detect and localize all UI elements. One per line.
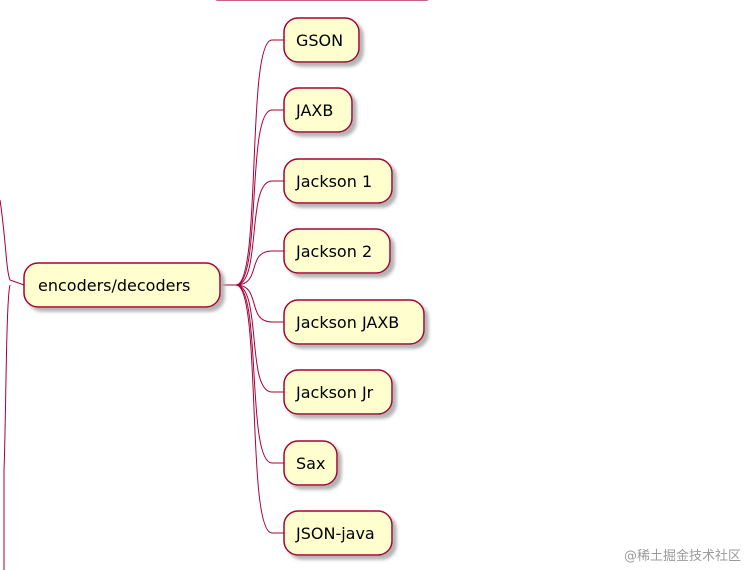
child-node-label: JAXB [295, 101, 333, 120]
edges-group [220, 39, 284, 534]
child-node-label: JSON-java [295, 524, 375, 543]
child-node-label: Jackson 1 [295, 172, 372, 191]
child-node: GSON [283, 17, 360, 63]
child-node: Jackson JAXB [283, 299, 425, 345]
child-node-box [283, 369, 393, 415]
child-node-label: Jackson 2 [295, 242, 372, 261]
child-node: JAXB [283, 87, 353, 133]
root-node: encoders/decoders [23, 262, 221, 308]
child-node: Sax [283, 440, 338, 486]
child-node-label: Sax [296, 454, 325, 473]
root-node-label: encoders/decoders [38, 276, 190, 295]
edge-parent-to-root [0, 199, 25, 286]
edge-root-to-child [220, 284, 284, 534]
child-node-label: Jackson JAXB [295, 313, 399, 332]
child-node: Jackson Jr [283, 369, 393, 415]
child-node-label: Jackson Jr [295, 383, 374, 402]
child-node-label: GSON [296, 31, 343, 50]
child-node-box [283, 440, 338, 486]
child-node: Jackson 1 [283, 158, 393, 204]
child-node-box [283, 228, 391, 274]
edge-root-down-offscreen [3, 284, 11, 570]
edge-root-to-child [220, 250, 284, 286]
child-node: Jackson 2 [283, 228, 391, 274]
edge-root-to-child [220, 284, 284, 464]
edge-root-to-child [220, 180, 284, 286]
children-group: GSON JAXB Jackson 1 Jackson 2 Jackson JAXB Ja… [283, 17, 425, 556]
child-node-box [283, 510, 393, 556]
child-node-box [283, 299, 425, 345]
child-node-box [283, 17, 360, 63]
edge-root-to-child [220, 39, 284, 286]
child-node-box [283, 158, 393, 204]
child-node-box [283, 87, 353, 133]
root-node-box [23, 262, 221, 308]
edge-root-to-child [220, 109, 284, 286]
child-node: JSON-java [283, 510, 393, 556]
watermark-text: @稀土掘金技术社区 [623, 549, 741, 564]
